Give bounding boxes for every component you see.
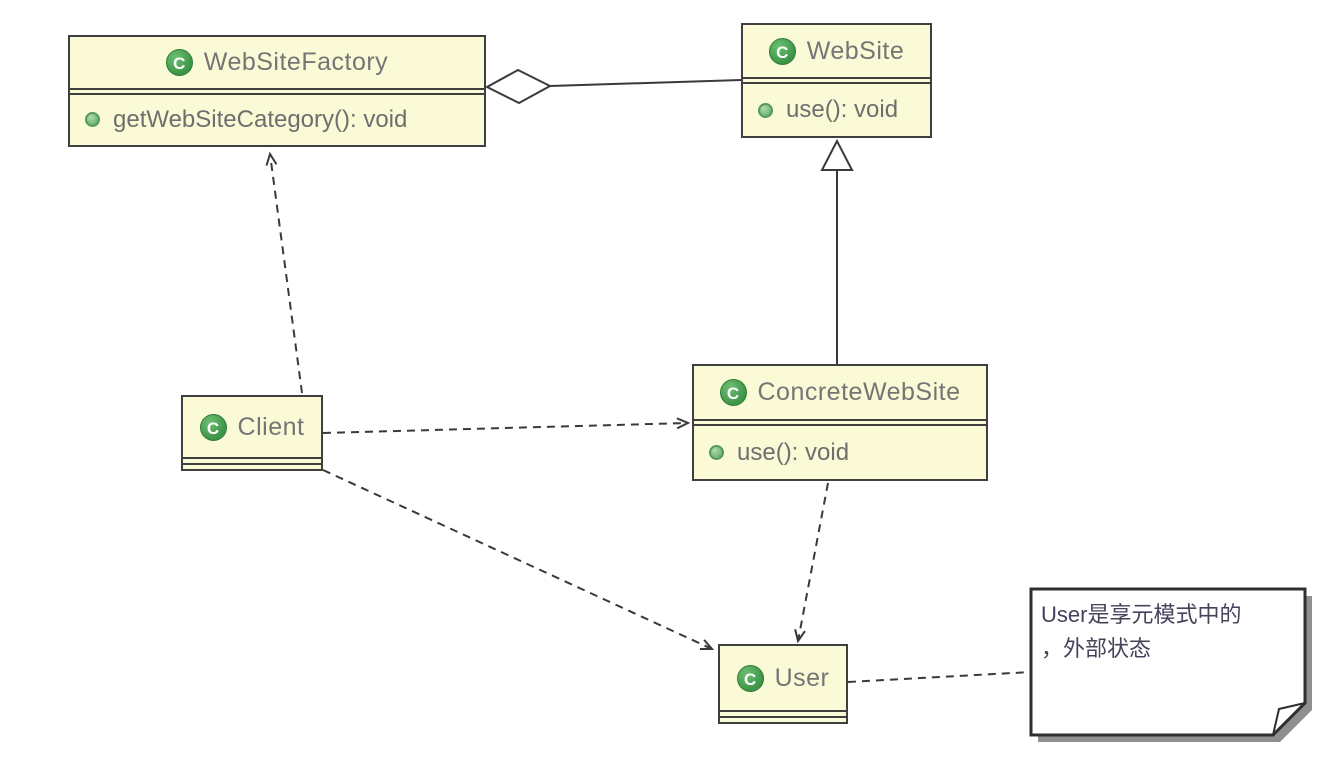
note-comment[interactable]: User是享元模式中的 ，外部状态	[1041, 598, 1299, 666]
compartment-separator	[70, 87, 484, 95]
class-name: WebSite	[806, 36, 905, 65]
class-name: ConcreteWebSite	[757, 378, 961, 406]
note-comment-line: ，外部状态	[1041, 636, 1152, 661]
empty-fields-compartment	[183, 457, 321, 463]
class-name: Client	[237, 412, 305, 441]
empty-methods-compartment	[720, 716, 846, 722]
dependency-line-client-user[interactable]	[322, 469, 715, 651]
method-row[interactable]: use(): void	[709, 439, 986, 467]
class-icon: C	[165, 48, 193, 76]
compartment-separator	[694, 419, 986, 426]
class-icon: C	[199, 413, 227, 441]
aggregation-diamond[interactable]	[484, 68, 553, 105]
method-label: use(): void	[737, 438, 850, 466]
method-label: use(): void	[786, 96, 899, 123]
method-row[interactable]: getWebSiteCategory(): void	[85, 106, 484, 134]
public-method-icon	[85, 112, 100, 128]
empty-fields-compartment	[720, 710, 846, 716]
public-method-icon	[709, 445, 724, 460]
method-row[interactable]: use(): void	[758, 96, 930, 124]
class-name: User	[774, 663, 830, 692]
method-label: getWebSiteCategory(): void	[113, 105, 408, 133]
empty-methods-compartment	[183, 463, 321, 469]
class-name: WebSiteFactory	[203, 47, 389, 76]
aggregation-line-websitefactory-website[interactable]	[549, 79, 742, 87]
generalization-triangle[interactable]	[820, 138, 854, 171]
class-icon: C	[768, 37, 796, 65]
compartment-separator	[743, 77, 930, 84]
public-method-icon	[758, 102, 773, 118]
dependency-line-concretewebsite-user[interactable]	[794, 482, 829, 644]
class-website-header: C WebSite	[743, 25, 930, 77]
note-fold-corner	[1272, 702, 1306, 736]
class-websitefactory-header: C WebSiteFactory	[70, 37, 484, 88]
class-icon: C	[736, 664, 764, 692]
class-website[interactable]: C WebSite use(): void	[741, 23, 932, 138]
class-user-header: C User	[720, 646, 846, 710]
class-client[interactable]: C Client	[181, 395, 323, 471]
note-anchor-line[interactable]	[847, 671, 1032, 683]
class-user[interactable]: C User	[718, 644, 848, 724]
dependency-line-client-websitefactory[interactable]	[265, 151, 303, 394]
class-concretewebsite[interactable]: C ConcreteWebSite use(): void	[692, 364, 988, 481]
class-icon: C	[719, 379, 747, 406]
class-concretewebsite-header: C ConcreteWebSite	[694, 366, 986, 419]
class-client-header: C Client	[183, 397, 321, 457]
note-comment-line: User是享元模式中的	[1041, 602, 1242, 627]
dependency-line-client-concretewebsite[interactable]	[322, 417, 691, 434]
class-websitefactory[interactable]: C WebSiteFactory getWebSiteCategory(): v…	[68, 35, 486, 147]
